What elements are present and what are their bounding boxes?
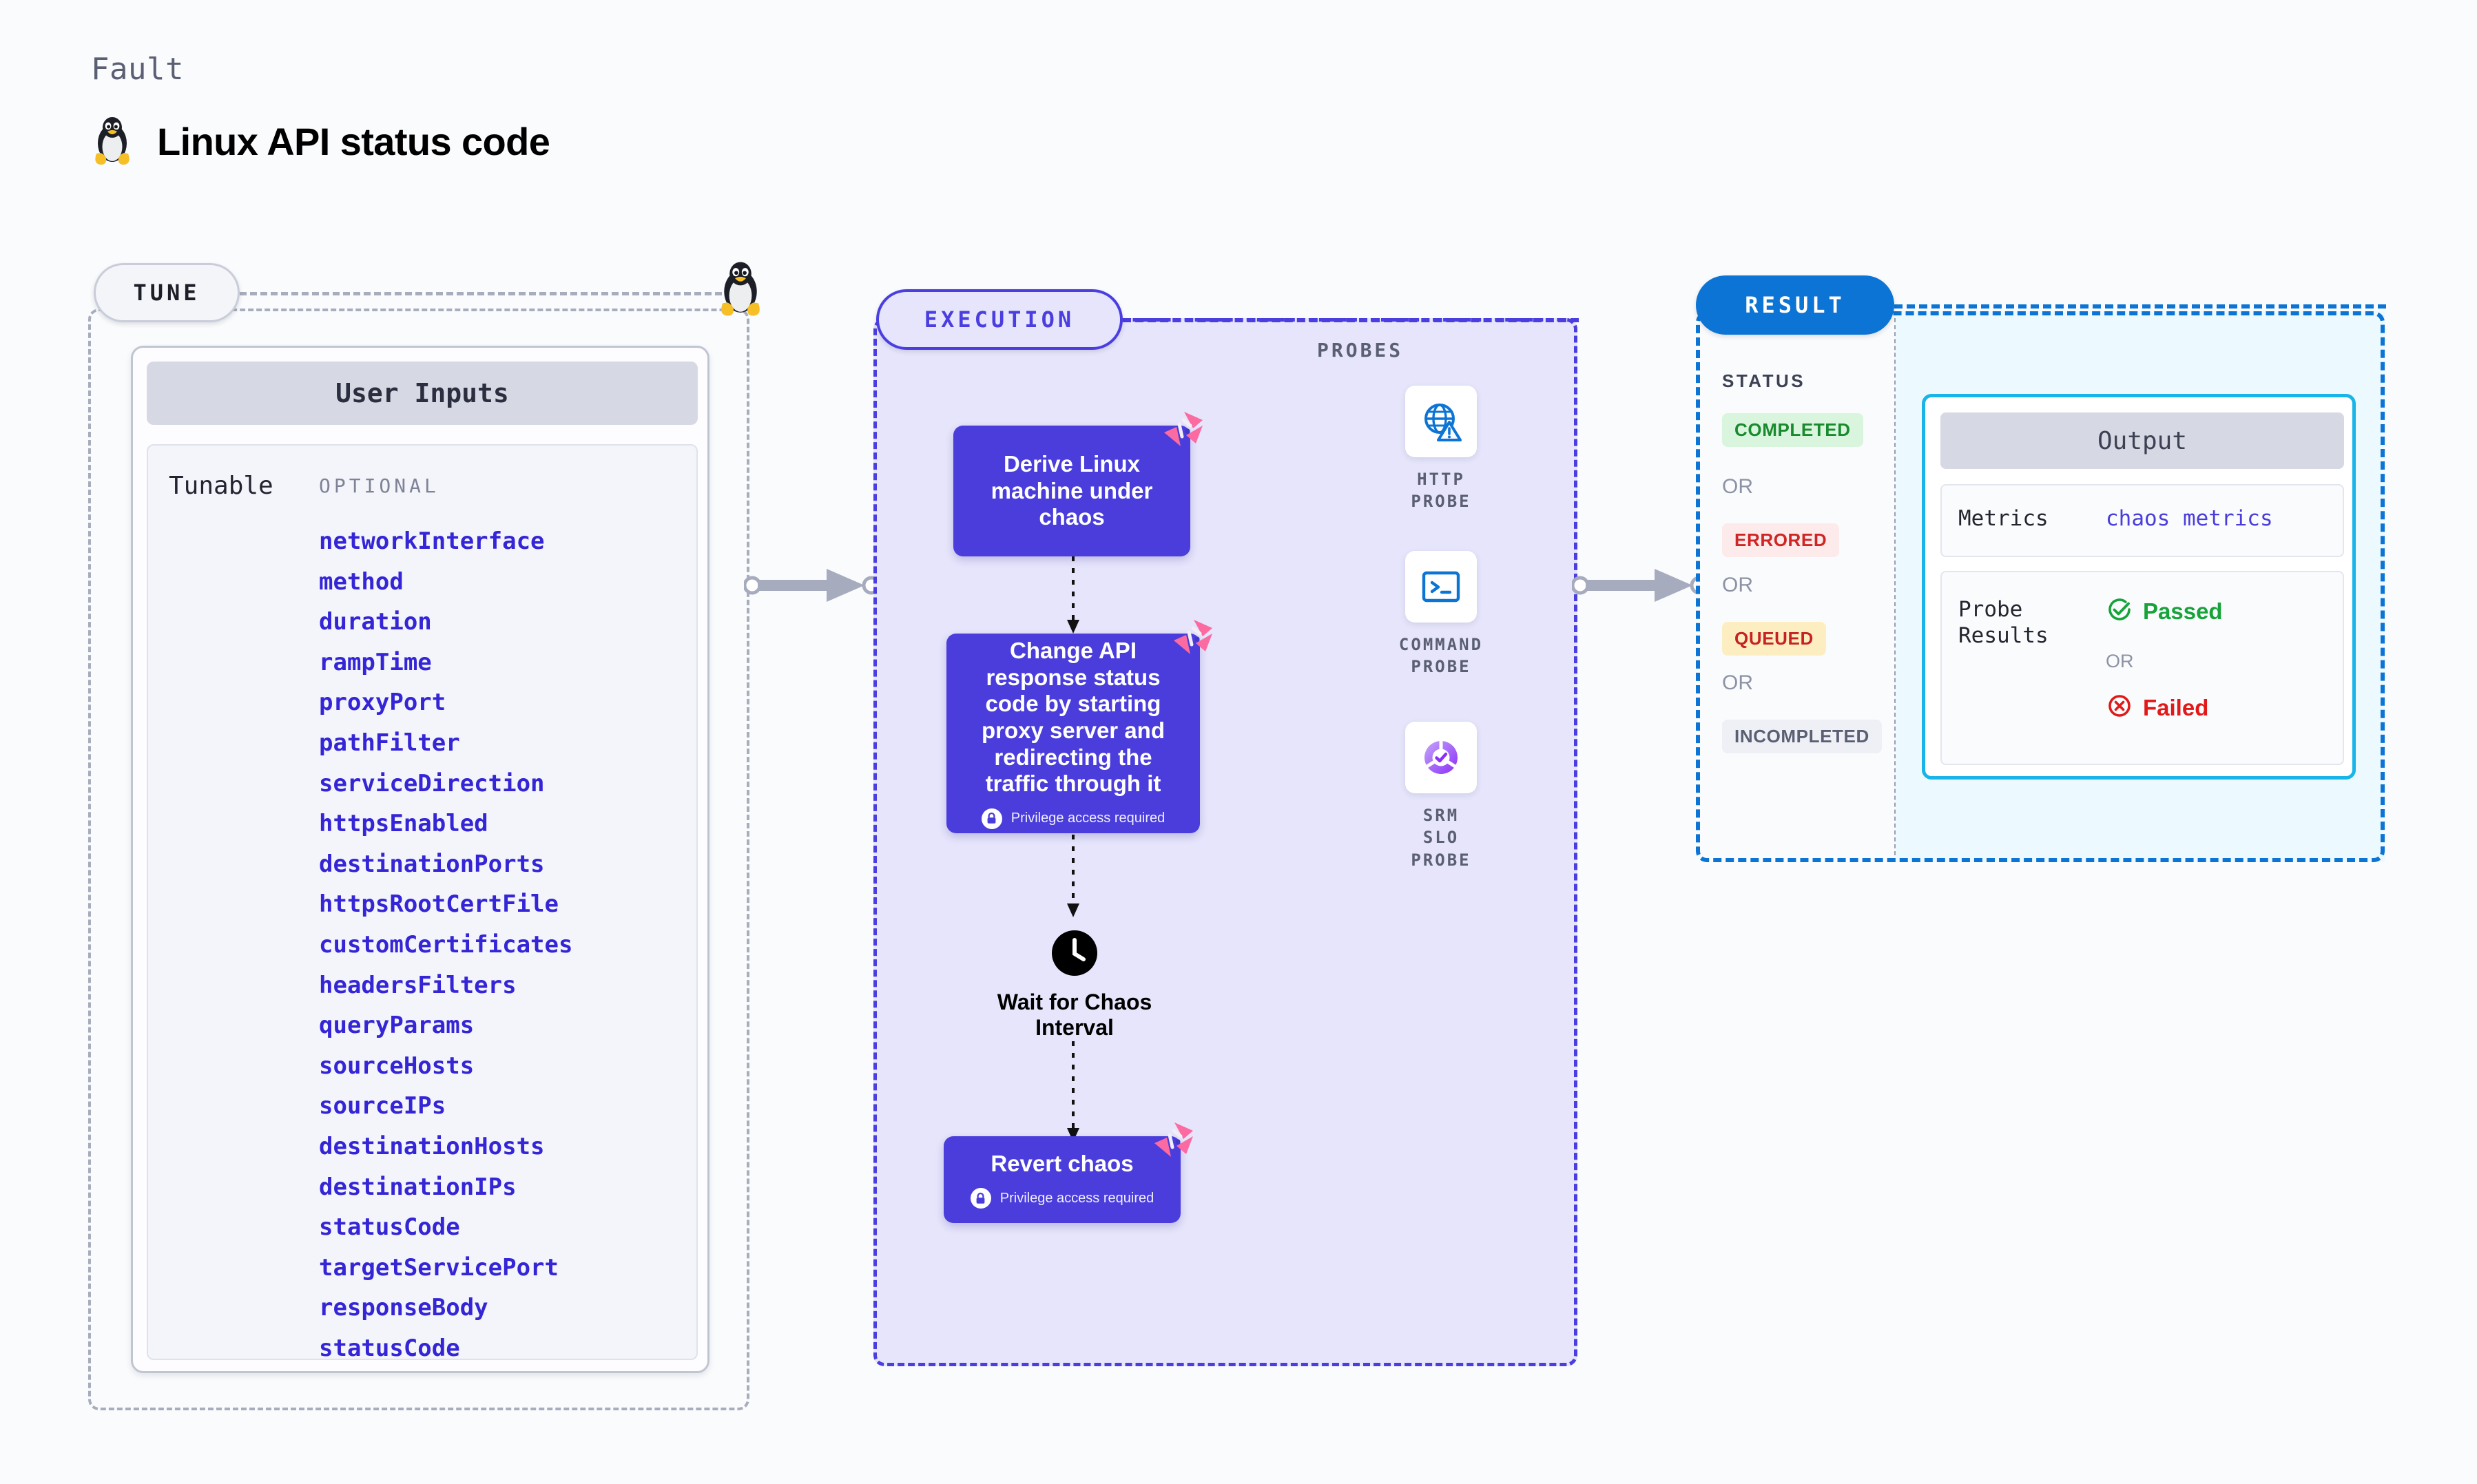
probes-section-label: PROBES <box>1317 339 1404 362</box>
tunable-param[interactable]: rampTime <box>319 648 432 676</box>
metrics-value[interactable]: chaos metrics <box>2106 506 2273 531</box>
user-inputs-header: User Inputs <box>147 362 698 425</box>
x-circle-icon <box>2106 692 2133 723</box>
tunable-body: Tunable OPTIONAL networkInterface method d… <box>147 444 698 1362</box>
tunable-param[interactable]: pathFilter <box>319 729 460 757</box>
lock-icon <box>970 1188 991 1209</box>
metrics-key: Metrics <box>1958 506 2049 531</box>
wait-label: Wait for Chaos Interval <box>997 990 1152 1040</box>
connector-wait-to-revert <box>1061 1041 1086 1145</box>
tunable-param[interactable]: headersFilters <box>319 971 517 999</box>
status-badge-incompleted: INCOMPLETED <box>1722 720 1882 753</box>
probe-command[interactable]: COMMAND PROBE <box>1399 551 1481 678</box>
harness-pinwheel-icon <box>1153 1121 1196 1164</box>
harness-pinwheel-icon <box>1172 618 1215 662</box>
tune-pill[interactable]: TUNE <box>94 263 240 322</box>
privilege-note-text: Privilege access required <box>999 1190 1154 1206</box>
user-inputs-card: User Inputs Tunable OPTIONAL networkInte… <box>131 346 709 1373</box>
node-title: Revert chaos <box>991 1150 1134 1176</box>
clock-icon <box>1050 928 1099 981</box>
execution-node-change-api-status-code[interactable]: Change API response status code by start… <box>946 620 1212 833</box>
tunable-param[interactable]: queryParams <box>319 1012 475 1040</box>
probe-result-failed: Failed <box>2106 692 2208 723</box>
tunable-param[interactable]: method <box>319 567 404 596</box>
tunable-label: Tunable <box>169 472 273 500</box>
probe-http[interactable]: HTTP PROBE <box>1405 386 1477 513</box>
node-title: Derive Linux machine under chaos <box>991 451 1153 530</box>
probe-label: COMMAND PROBE <box>1398 635 1484 677</box>
output-header: Output <box>1940 412 2344 469</box>
tunable-param[interactable]: responseBody <box>319 1294 488 1322</box>
probe-results-key: Probe Results <box>1958 597 2049 648</box>
page-title: Linux API status code <box>157 119 550 163</box>
execution-node-derive-machine[interactable]: Derive Linux machine under chaos <box>953 412 1203 556</box>
tunable-param[interactable]: customCertificates <box>319 930 573 959</box>
result-pill[interactable]: RESULT <box>1696 275 1894 335</box>
privilege-note-text: Privilege access required <box>1011 811 1165 826</box>
status-badge-queued: QUEUED <box>1722 622 1826 656</box>
harness-pinwheel-icon <box>1163 410 1205 454</box>
tunable-param[interactable]: proxyPort <box>319 689 446 717</box>
probe-label: HTTP PROBE <box>1411 470 1471 512</box>
tunable-param[interactable]: destinationIPs <box>319 1173 517 1201</box>
connector-node1-to-node2 <box>1061 556 1086 637</box>
connector-execution-to-result <box>1571 565 1717 609</box>
output-panel: Output Metrics chaos metrics Probe Resul… <box>1922 394 2356 780</box>
tune-region <box>88 309 749 1410</box>
probe-result-passed: Passed <box>2106 596 2223 627</box>
tunable-param[interactable]: sourceHosts <box>319 1052 475 1080</box>
tunable-param-list: networkInterface method duration rampTime pr… <box>319 521 572 1368</box>
status-label: STATUS <box>1722 370 1806 391</box>
fault-kicker: Fault <box>91 52 184 87</box>
probe-result-or: OR <box>2106 651 2134 671</box>
tunable-param[interactable]: targetServicePort <box>319 1253 559 1282</box>
privilege-note: Privilege access required <box>970 1188 1154 1209</box>
execution-node-revert-chaos[interactable]: Revert chaos Privilege access required <box>944 1122 1193 1223</box>
status-or-3: OR <box>1722 671 1753 694</box>
check-circle-icon <box>2106 596 2133 627</box>
optional-label: OPTIONAL <box>319 474 439 497</box>
node-title: Change API response status code by start… <box>982 638 1165 797</box>
linux-tux-icon <box>91 116 134 167</box>
failed-label: Failed <box>2143 694 2209 720</box>
tunable-param[interactable]: httpsRootCertFile <box>319 890 559 919</box>
privilege-note: Privilege access required <box>981 808 1165 829</box>
globe-warning-icon <box>1405 386 1477 457</box>
status-badge-errored: ERRORED <box>1722 523 1840 557</box>
status-or-1: OR <box>1722 475 1753 498</box>
tunable-param[interactable]: destinationPorts <box>319 850 545 878</box>
probe-srm-slo[interactable]: SRM SLO PROBE <box>1405 722 1477 871</box>
lock-icon <box>981 808 1002 829</box>
tunable-param[interactable]: sourceIPs <box>319 1092 446 1120</box>
output-probe-results-row <box>1940 571 2344 765</box>
status-or-2: OR <box>1722 574 1753 596</box>
connector-tune-to-execution <box>743 565 889 609</box>
tune-linux-badge-icon <box>716 260 765 322</box>
probe-label: SRM SLO PROBE <box>1411 806 1471 870</box>
slo-donut-check-icon <box>1405 722 1477 793</box>
result-status-column <box>1696 311 1896 862</box>
tunable-param[interactable]: destinationHosts <box>319 1132 545 1160</box>
passed-label: Passed <box>2143 598 2223 624</box>
wait-for-chaos-interval: Wait for Chaos Interval <box>964 928 1185 1041</box>
page-title-row: Linux API status code <box>91 116 550 167</box>
tunable-param[interactable]: httpsEnabled <box>319 810 488 838</box>
execution-pill[interactable]: EXECUTION <box>876 289 1123 350</box>
terminal-icon <box>1405 551 1477 623</box>
output-metrics-row <box>1940 484 2344 557</box>
result-top-dashed-line <box>1894 304 2386 309</box>
connector-node2-to-wait <box>1061 835 1086 921</box>
tunable-param[interactable]: serviceDirection <box>319 769 545 797</box>
tunable-param[interactable]: statusCode <box>319 1213 460 1242</box>
status-badge-completed: COMPLETED <box>1722 413 1863 447</box>
tunable-param[interactable]: statusCode <box>319 1334 460 1362</box>
execution-top-dashed-line <box>1123 318 1579 322</box>
tunable-param[interactable]: networkInterface <box>319 527 545 555</box>
tunable-param[interactable]: duration <box>319 608 432 636</box>
result-region <box>1696 311 2385 862</box>
tune-top-dashed-line <box>240 292 722 295</box>
